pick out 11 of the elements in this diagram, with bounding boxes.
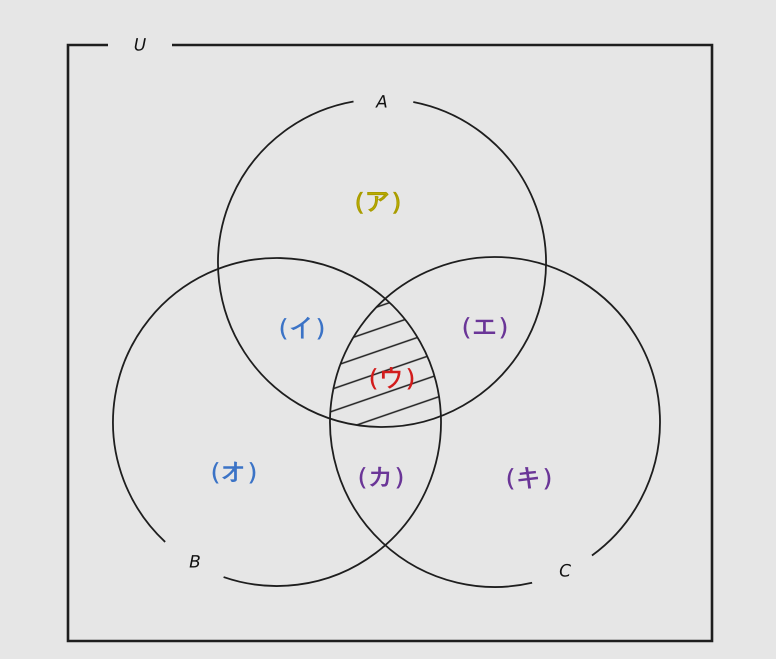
set-label: U	[134, 38, 146, 54]
set-label: A	[376, 94, 388, 112]
set-circle	[216, 97, 548, 429]
set-label: B	[189, 554, 201, 572]
region-label: （キ）	[492, 465, 566, 489]
set-label: C	[559, 564, 571, 580]
region-label: （エ）	[448, 314, 522, 338]
region-label: （カ）	[344, 464, 418, 488]
region-label: （オ）	[198, 459, 270, 483]
region-label: （イ）	[266, 315, 338, 339]
region-label: （ア）	[342, 189, 414, 213]
